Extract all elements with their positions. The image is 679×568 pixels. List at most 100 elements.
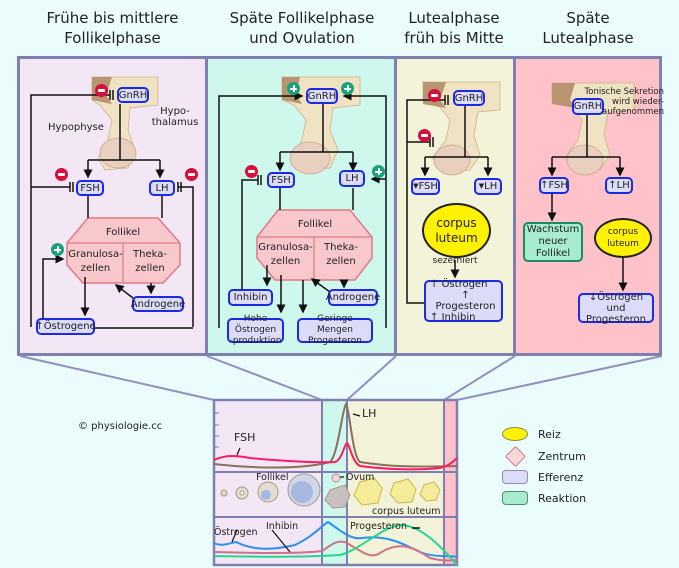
legend-item-zentrum: Zentrum [502, 445, 586, 468]
lh-box-2: LH [339, 170, 365, 187]
hypothalamus-label: Hypo- thalamus [150, 106, 200, 128]
theka-label-1: Theka- zellen [125, 249, 175, 274]
panel3-connectors [406, 95, 493, 304]
box-text: Östrogene [43, 321, 96, 332]
label-line: Tonische Sekretion [584, 87, 664, 97]
inhibit-icon [55, 168, 68, 181]
panel4-connectors [547, 115, 628, 292]
label-line: zellen [326, 256, 356, 267]
box-text: FSH [548, 180, 568, 191]
inhibit-icon [428, 89, 441, 102]
zentrum-swatch-icon [502, 445, 528, 468]
progesteron-curve [213, 523, 458, 566]
fsh-box-1: FSH [76, 180, 104, 196]
gnrh-box-3: GnRH [453, 90, 485, 106]
granulosa-label-2: Granulosa- zellen [257, 242, 314, 267]
ellipse-text: corpus [436, 215, 477, 230]
title-phase4: Späte Lutealphase [513, 8, 663, 48]
title-line: Follikelphase [64, 29, 161, 47]
label-line: Theka- [324, 242, 358, 253]
chart-label-fsh: FSH [234, 431, 256, 444]
box-text: Östrogen und [597, 291, 644, 314]
label-line: Granulosa- [68, 249, 123, 260]
corpus-luteum-ellipse-3: corpus luteum [422, 203, 491, 258]
box-text: Inhibin [441, 312, 476, 323]
legend-item-reiz: Reiz [502, 427, 561, 441]
follikel-label-1: Follikel [105, 227, 141, 238]
chart-label-lh: LH [362, 407, 377, 420]
chart-label-follikel: Follikel [256, 472, 289, 483]
legend-item-efferenz: Efferenz [502, 470, 583, 484]
efferenz-swatch-icon [502, 470, 528, 484]
legend-item-reaktion: Reaktion [502, 491, 586, 505]
arrow-down-icon: ▼ [478, 182, 485, 190]
label-line: Granulosa- [258, 242, 313, 253]
inhibit-icon [245, 165, 258, 178]
theka-label-2: Theka- zellen [315, 242, 367, 267]
arrow-up-icon: ↑ [608, 180, 617, 191]
box-text: Hohe Östrogen [234, 314, 277, 335]
fsh-curve [213, 441, 458, 471]
box-text: Progesteron [435, 301, 496, 312]
panel2-connectors [218, 91, 387, 328]
inhibin-box-2: Inhibin [228, 289, 273, 306]
box-text: Geringe Mengen [317, 314, 353, 335]
lh-box-1: LH [149, 180, 175, 196]
box-text: -produktion [229, 336, 282, 346]
chart-label-corpus-luteum: corpus luteum [372, 506, 441, 517]
inhibin-curve [213, 540, 458, 562]
arrow-up-icon: ↑ [35, 321, 44, 332]
arrow-up-icon: ↑ [430, 312, 442, 323]
follikel-octagon-1 [66, 217, 181, 284]
gnrh-box-1: GnRH [117, 87, 149, 103]
cycle-chart [212, 398, 459, 567]
output-row: ↑ Inhibin [430, 312, 475, 323]
arrow-up-icon: ↑ [540, 180, 549, 191]
title-phase3: Lutealphase früh bis Mitte [395, 8, 513, 48]
box-text: Wachstum [526, 224, 580, 235]
hohe-oestrogen-box: Hohe Östrogen -produktion [227, 314, 284, 346]
title-line: Lutealphase [542, 29, 634, 47]
stimulate-icon [372, 165, 385, 178]
box-text: FSH [418, 181, 438, 192]
chart-label-inhibin: Inhibin [266, 521, 299, 532]
arrow-up-icon: ↑ [430, 279, 442, 290]
title-phase2: Späte Follikelphase und Ovulation [207, 8, 397, 48]
reiz-swatch-icon [502, 427, 528, 441]
box-text: Progesteron [308, 336, 362, 346]
lh-box-3: ▼LH [474, 178, 502, 195]
label-line: Theka- [133, 249, 167, 260]
gnrh-box-2: GnRH [306, 88, 338, 104]
fsh-box-2: FSH [267, 172, 295, 188]
label-line: zellen [80, 263, 111, 274]
title-line: Späte Follikelphase [229, 9, 375, 27]
arrow-down-icon: ↓ [588, 291, 598, 303]
box-text: Progesteron [586, 313, 646, 325]
label-line: thalamus [151, 117, 199, 128]
follicle-drawings [220, 473, 441, 509]
output-row: ↑ Östrogen [430, 279, 487, 290]
lh-box-4: ↑LH [605, 177, 633, 194]
legend-label: Efferenz [538, 470, 584, 484]
tonische-sekretion-label: Tonische Sekretion wird wieder- aufgenom… [584, 87, 664, 117]
oestrogen-progesteron-down-box: ↓Östrogen und Progesteron [578, 291, 654, 325]
label-line: zellen [135, 263, 165, 274]
corpus-luteum-ellipse-4: corpus luteum [594, 218, 652, 258]
corpus-luteum-outputs-box: ↑ Östrogen ↑ Progesteron ↑ Inhibin [424, 279, 503, 323]
follikel-label-2: Follikel [297, 219, 333, 230]
chart-label-ovum: Ovum [346, 472, 375, 483]
fsh-box-4: ↑FSH [539, 177, 569, 194]
inhibit-icon [418, 129, 431, 142]
legend-label: Reaktion [538, 491, 587, 505]
arrow-down-icon: ▼ [413, 182, 419, 190]
stimulate-icon [341, 82, 354, 95]
label-line: wird wieder- [612, 97, 664, 107]
hypophyse-label: Hypophyse [48, 122, 104, 133]
chart-frame [212, 398, 459, 567]
label-line: Hypo- [160, 106, 190, 117]
legend-label: Reiz [538, 427, 561, 441]
stimulate-icon [51, 243, 64, 256]
title-line: Späte [566, 9, 610, 27]
ellipse-text: luteum [607, 239, 639, 249]
